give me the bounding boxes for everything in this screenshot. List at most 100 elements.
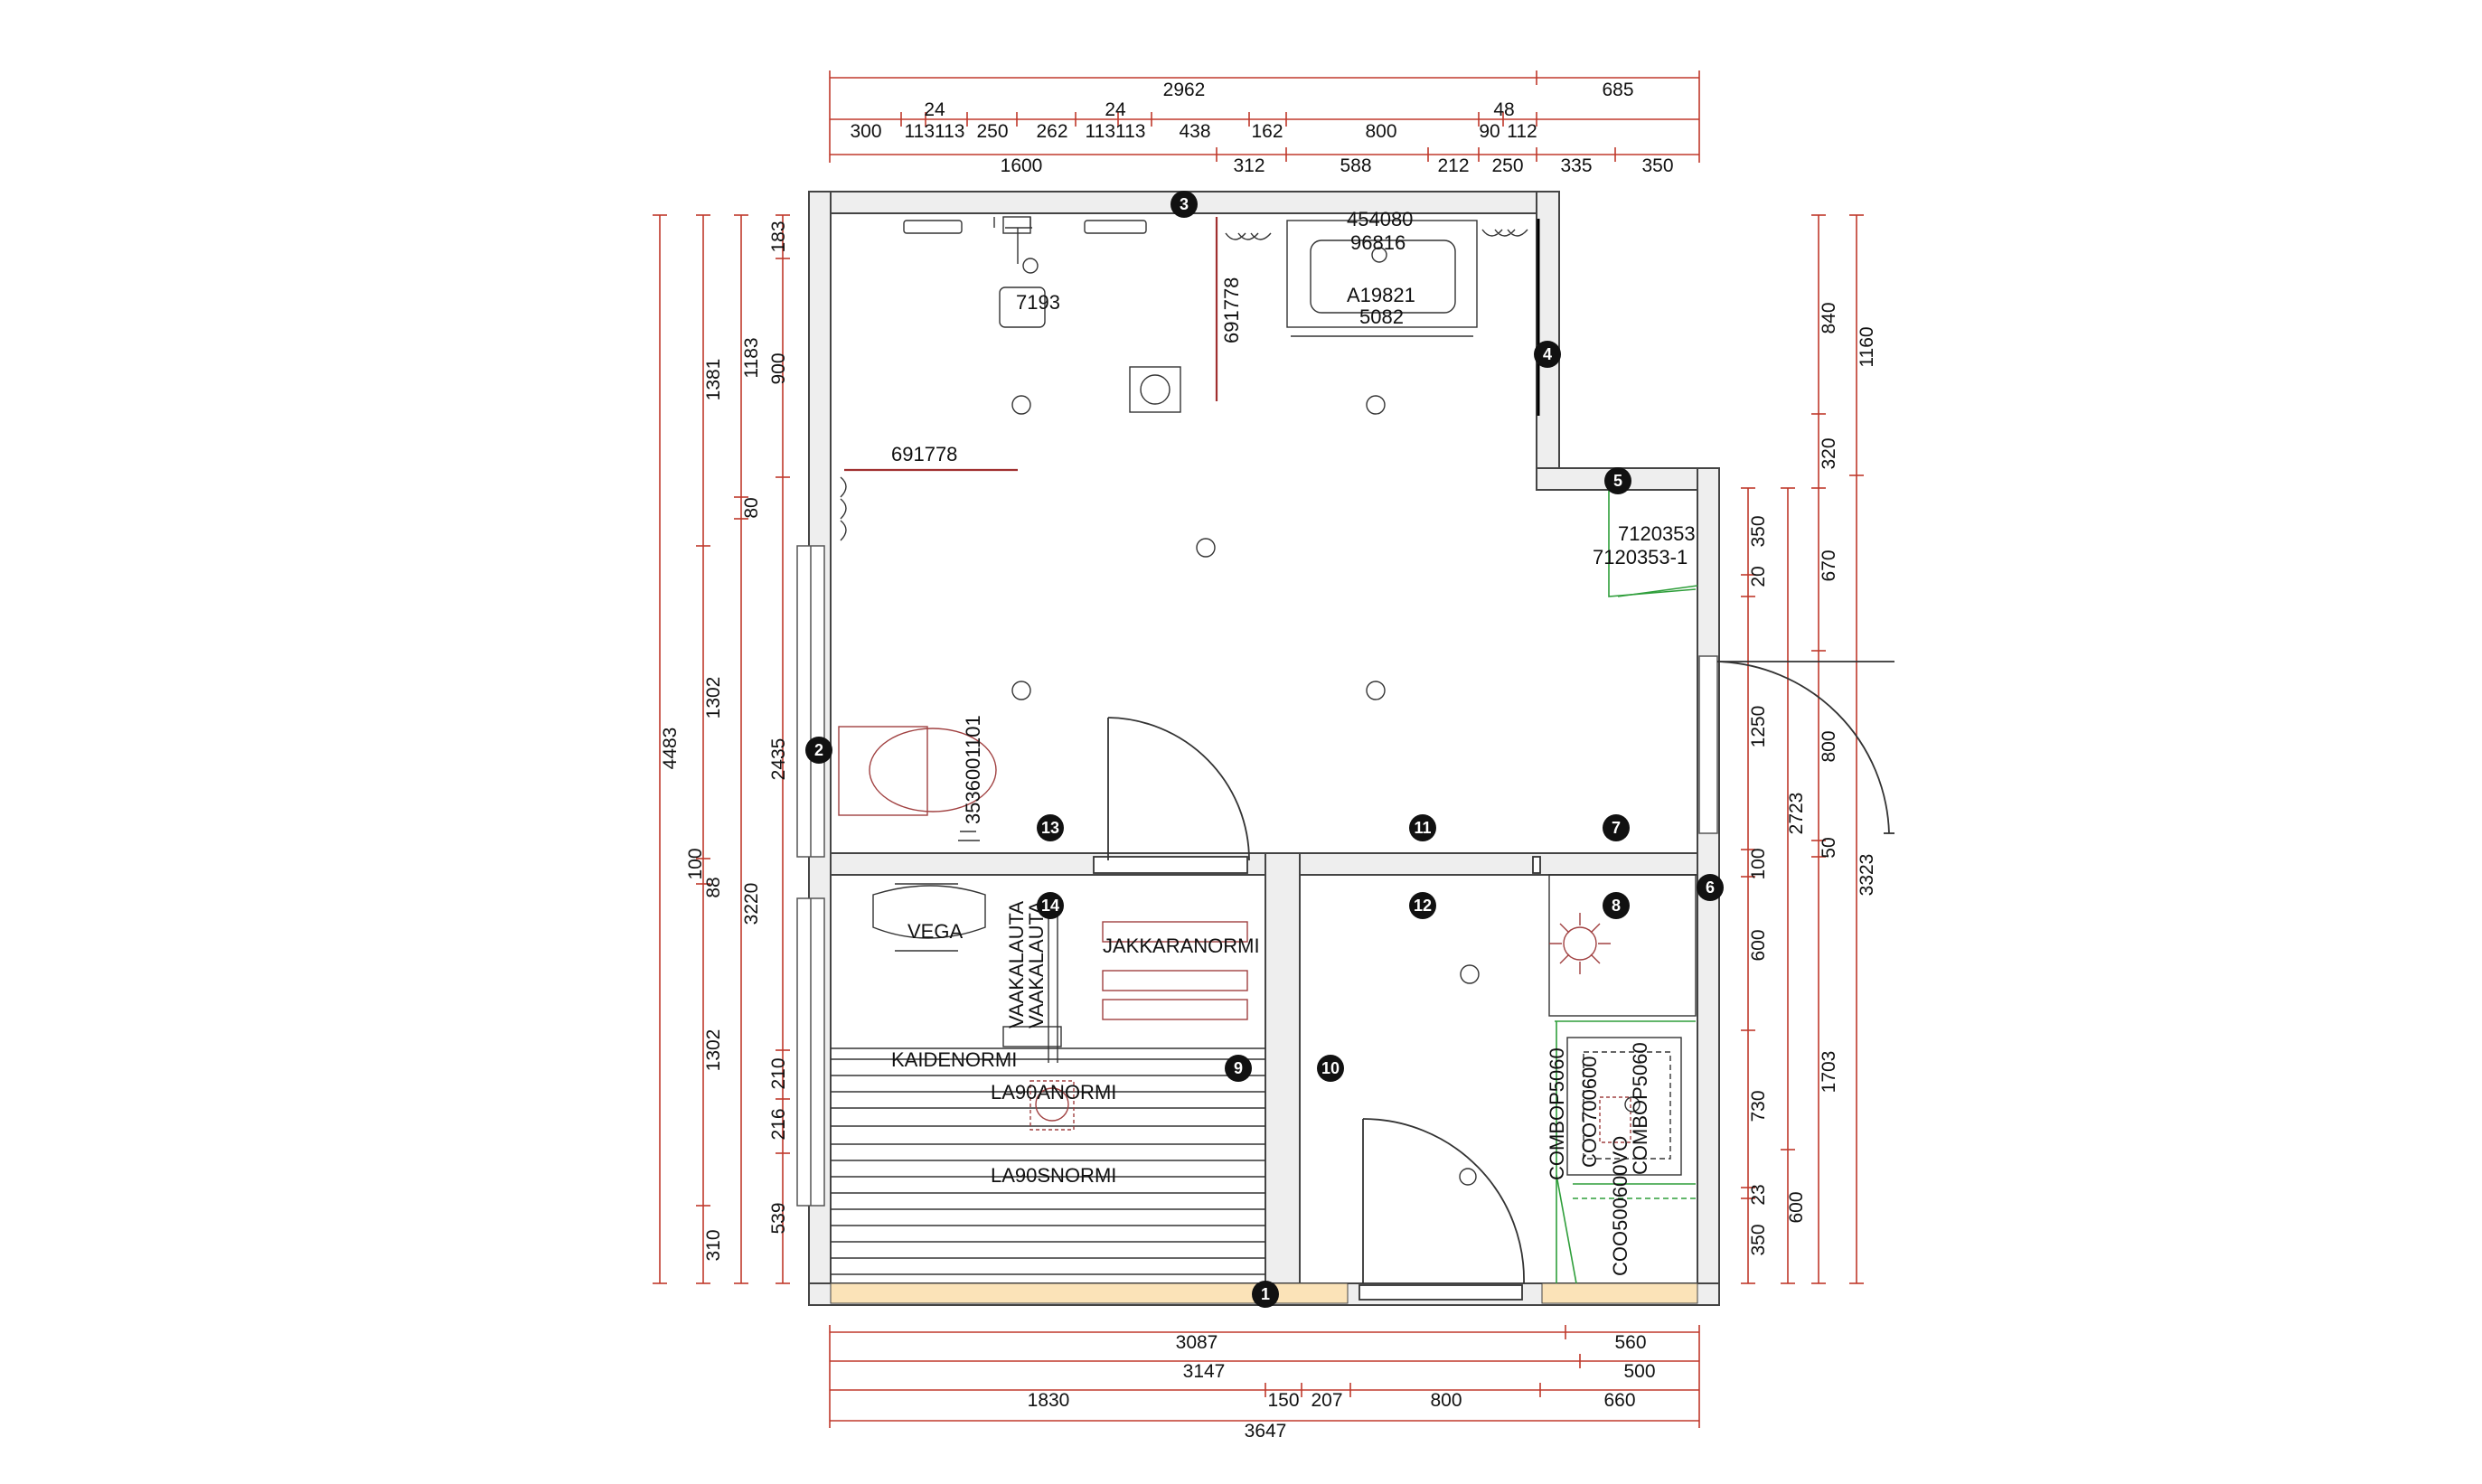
green-lines: [1555, 490, 1698, 1284]
dim-right-350b: 350: [1748, 1224, 1769, 1255]
dim-bottom-500: 500: [1623, 1361, 1655, 1382]
marker-11: 11: [1409, 814, 1436, 841]
marker-3: 3: [1170, 191, 1198, 218]
marker-10: 10: [1317, 1055, 1344, 1082]
label-96816: 96816: [1350, 231, 1406, 254]
dim-bottom-1830: 1830: [1028, 1390, 1070, 1411]
dim-right-350a: 350: [1748, 515, 1769, 547]
dim-right-1250: 1250: [1748, 706, 1769, 748]
svg-text:4: 4: [1543, 345, 1552, 363]
label-7120353: 7120353: [1618, 522, 1696, 545]
dim-left-88: 88: [703, 877, 724, 897]
dim-top-262: 262: [1036, 121, 1067, 142]
marker-4: 4: [1534, 341, 1561, 368]
marker-14: 14: [1037, 892, 1064, 919]
dim-left-183: 183: [768, 221, 789, 252]
label-coo500600vo: COO500600VO: [1609, 1136, 1631, 1276]
dim-left-216: 216: [768, 1108, 789, 1140]
label-la90snormi: LA90SNORMI: [991, 1164, 1116, 1187]
marker-7: 7: [1603, 814, 1630, 841]
svg-text:9: 9: [1234, 1059, 1243, 1077]
dim-left-310: 310: [703, 1229, 724, 1261]
svg-text:1: 1: [1261, 1285, 1270, 1303]
svg-text:3: 3: [1180, 195, 1189, 213]
dim-left-3220: 3220: [741, 883, 762, 925]
dim-right-600b: 600: [1786, 1191, 1807, 1223]
dim-bottom-3147: 3147: [1183, 1361, 1226, 1382]
dim-left-80: 80: [741, 497, 762, 518]
dim-right-20: 20: [1748, 566, 1769, 587]
label-vega: VEGA: [907, 920, 963, 943]
dim-right-50: 50: [1819, 837, 1839, 858]
dimension-texts-right: 350 20 1250 100 600 730 23 350 2723 600 …: [1748, 302, 1877, 1255]
dimension-lines: [653, 70, 1864, 1428]
dim-right-670: 670: [1819, 549, 1839, 581]
dim-left-4483: 4483: [660, 728, 681, 770]
dim-top-162: 162: [1251, 121, 1283, 142]
svg-text:6: 6: [1706, 878, 1715, 897]
marker-9: 9: [1225, 1055, 1252, 1082]
dim-left-1302b: 1302: [703, 1029, 724, 1072]
markers: 1 2 3 4 5 6 7 8 9 10 11 12 13 14: [805, 191, 1724, 1308]
marker-6: 6: [1697, 874, 1724, 901]
dim-top-2962: 2962: [1163, 80, 1206, 100]
dim-left-1183: 1183: [741, 337, 762, 378]
dim-top-438: 438: [1179, 121, 1210, 142]
dim-bottom-207: 207: [1311, 1390, 1342, 1411]
marker-13: 13: [1037, 814, 1064, 841]
dim-left-100: 100: [685, 848, 706, 879]
svg-text:5: 5: [1613, 472, 1622, 490]
svg-text:10: 10: [1321, 1059, 1340, 1077]
dim-top-350: 350: [1641, 155, 1673, 176]
svg-text:12: 12: [1414, 897, 1432, 915]
dim-bottom-660: 660: [1603, 1390, 1635, 1411]
dim-bottom-800: 800: [1430, 1390, 1462, 1411]
dim-right-730a: 730: [1748, 1090, 1769, 1122]
label-vaakalauta-2: VAAKALAUTA: [1025, 901, 1048, 1028]
label-la90anormi: LA90ANORMI: [991, 1081, 1116, 1104]
dim-right-1160: 1160: [1857, 326, 1877, 367]
marker-2: 2: [805, 737, 832, 764]
dim-right-23: 23: [1748, 1184, 1769, 1205]
dimension-texts-bottom: 3087 560 3147 500 1830 150 207 800 660 3…: [1028, 1332, 1656, 1442]
marker-8: 8: [1603, 892, 1630, 919]
dim-right-2723: 2723: [1786, 793, 1807, 835]
dim-left-900: 900: [768, 352, 789, 384]
svg-text:7: 7: [1612, 819, 1621, 837]
label-691778-horizontal: 691778: [891, 443, 957, 465]
dim-top-113113b: 113113: [1086, 121, 1146, 142]
dim-top-588: 588: [1340, 155, 1371, 176]
label-5082: 5082: [1359, 305, 1404, 328]
dim-top-800: 800: [1365, 121, 1396, 142]
svg-text:2: 2: [814, 741, 823, 759]
dim-right-1703: 1703: [1819, 1051, 1839, 1094]
dim-right-840: 840: [1819, 302, 1839, 333]
dim-top-112: 112: [1507, 121, 1537, 142]
dim-top-1600: 1600: [1001, 155, 1043, 176]
floor-threshold-strips: [830, 1282, 1698, 1304]
label-454080: 454080: [1347, 208, 1413, 230]
label-combop5060-b: COMBOP5060: [1629, 1042, 1651, 1175]
label-vaakalauta-1: VAAKALAUTA: [1005, 901, 1028, 1028]
label-coo700600: COO700600: [1578, 1056, 1601, 1168]
dim-left-1302a: 1302: [703, 677, 724, 719]
label-691778-vertical: 691778: [1220, 277, 1243, 343]
label-3536001101: 3536001101: [962, 715, 984, 824]
dim-right-320: 320: [1819, 437, 1839, 469]
dimension-texts-left: 4483 1381 1302 100 1302 310 1183 80 88 3…: [660, 221, 789, 1261]
dim-top-250: 250: [976, 121, 1008, 142]
dim-top-24b: 24: [1105, 99, 1126, 120]
marker-12: 12: [1409, 892, 1436, 919]
dim-top-300: 300: [850, 121, 881, 142]
dim-top-90: 90: [1479, 121, 1500, 142]
dim-right-100: 100: [1748, 848, 1769, 879]
dim-left-210: 210: [768, 1057, 789, 1089]
marker-5: 5: [1604, 467, 1631, 494]
dim-left-1381: 1381: [703, 359, 724, 401]
dim-right-600a: 600: [1748, 929, 1769, 961]
fixtures: [831, 216, 1697, 1275]
dim-top-24a: 24: [924, 99, 945, 120]
dim-left-2435: 2435: [768, 738, 789, 781]
label-jakkaranormi: JAKKARANORMI: [1103, 935, 1260, 957]
dim-bottom-3647: 3647: [1245, 1421, 1287, 1442]
